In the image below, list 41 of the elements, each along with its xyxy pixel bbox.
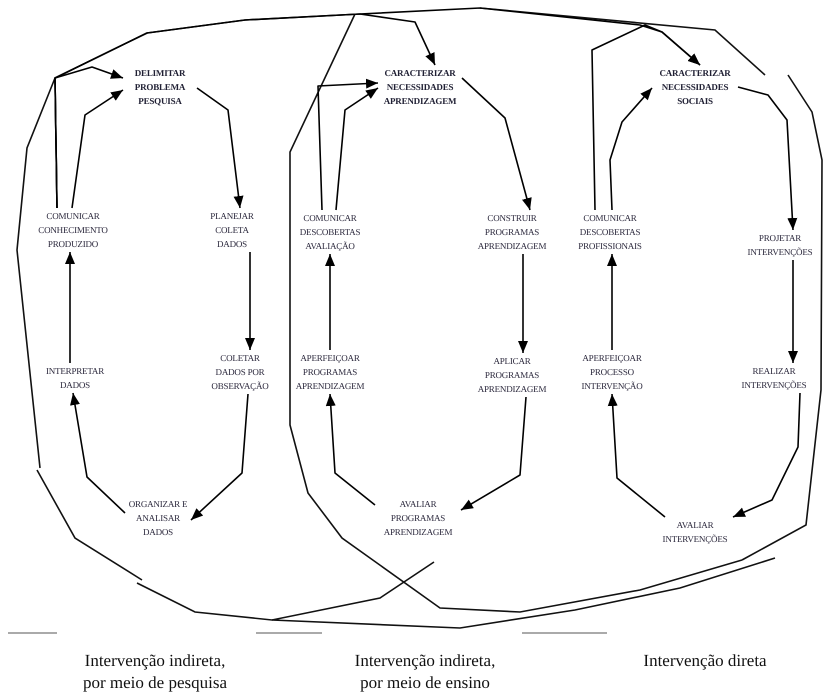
stage-label: COLETAR DADOS POR OBSERVAÇÃO <box>207 351 273 393</box>
arrow <box>70 392 126 514</box>
stage-label: ORGANIZAR E ANALISAR DADOS <box>127 497 189 539</box>
stage-label: PLANEJAR COLETA DADOS <box>202 209 262 251</box>
arrow <box>71 89 124 208</box>
stage-heading: CARACTERIZAR NECESSIDADES APRENDIZAGEM <box>380 66 460 108</box>
arrow <box>460 396 527 511</box>
caption: Intervenção direta <box>642 650 768 672</box>
arrow <box>738 86 798 230</box>
caption: Intervenção indireta, por meio de pesquisa <box>82 650 228 694</box>
stage-label: APLICAR PROGRAMAS APRENDIZAGEM <box>471 354 553 396</box>
stage-label: AVALIAR PROGRAMAS APRENDIZAGEM <box>377 497 459 539</box>
arrow <box>65 252 75 363</box>
arrow <box>788 260 798 363</box>
stage-label: INTERPRETAR DADOS <box>39 364 111 392</box>
stage-label: COMUNICAR DESCOBERTAS AVALIAÇÃO <box>293 211 367 253</box>
arrow <box>518 254 528 353</box>
arrow <box>326 394 376 506</box>
caption: Intervenção indireta, por meio de ensino <box>354 650 496 694</box>
stage-label: COMUNICAR CONHECIMENTO PRODUZIDO <box>32 209 114 251</box>
arrow <box>190 394 249 521</box>
stage-heading: CARACTERIZAR NECESSIDADES SOCIAIS <box>654 66 736 108</box>
arrow <box>607 254 617 350</box>
arrow <box>325 254 335 350</box>
arrow <box>732 392 801 518</box>
stage-label: COMUNICAR DESCOBERTAS PROFISSIONAIS <box>569 211 651 253</box>
arrow <box>335 87 378 210</box>
arrow <box>609 87 653 210</box>
stage-label: PROJETAR INTERVENÇÕES <box>744 231 816 259</box>
arrow <box>608 394 666 518</box>
stage-label: APERFEIÇOAR PROCESSO INTERVENÇÃO <box>576 351 648 393</box>
arrow <box>196 87 244 208</box>
arrow <box>591 24 701 210</box>
stage-label: AVALIAR INTERVENÇÕES <box>659 518 731 546</box>
stage-heading: DELIMITAR PROBLEMA PESQUISA <box>125 66 195 108</box>
stage-label: CONSTRUIR PROGRAMAS APRENDIZAGEM <box>471 211 553 253</box>
arrow <box>461 77 532 210</box>
arrow <box>245 252 255 350</box>
stage-label: APERFEIÇOAR PROGRAMAS APRENDIZAGEM <box>289 351 371 393</box>
arrow <box>317 78 378 210</box>
stage-label: REALIZAR INTERVENÇÕES <box>738 364 810 392</box>
